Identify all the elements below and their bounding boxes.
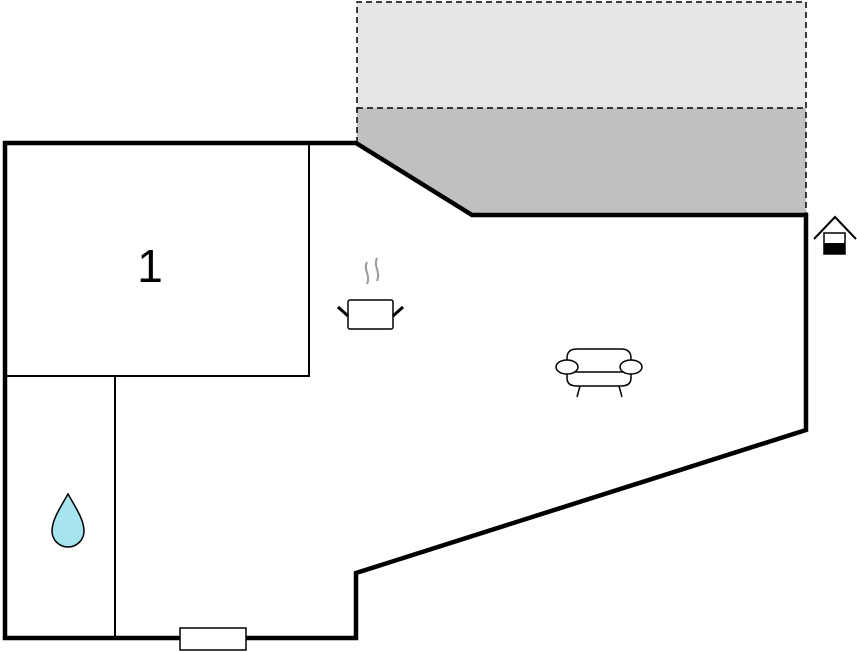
window bbox=[179, 627, 247, 651]
room-1-label: 1 bbox=[137, 240, 163, 292]
terrace-light-area bbox=[357, 2, 806, 108]
terrace-outline bbox=[356, 1, 807, 215]
entrance-house-icon[interactable] bbox=[813, 215, 857, 255]
outer-wall bbox=[2, 140, 809, 641]
cooking-pot-icon bbox=[336, 257, 405, 330]
room-1-walls bbox=[5, 143, 310, 377]
terrace bbox=[356, 1, 807, 215]
water-drop-icon bbox=[51, 492, 85, 548]
sofa-icon bbox=[555, 348, 643, 398]
terrace-dark-area bbox=[357, 108, 806, 215]
interior-walls bbox=[5, 143, 310, 638]
